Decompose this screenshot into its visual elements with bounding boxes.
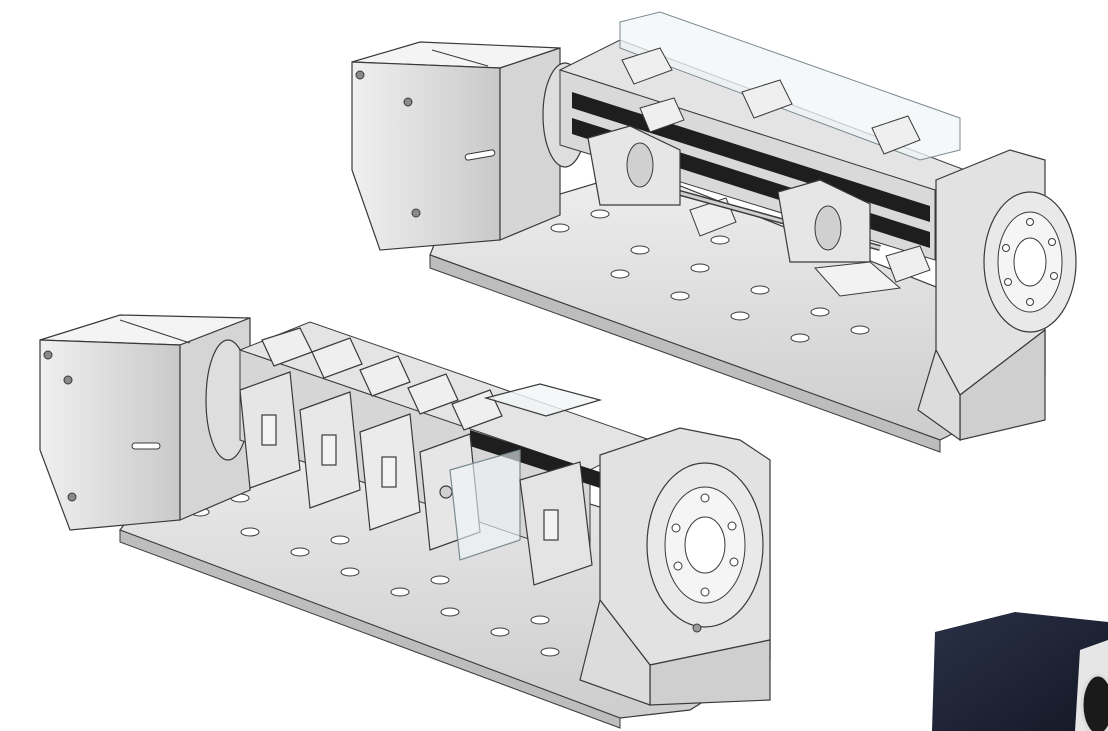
upper-end-block [917,149,1077,442]
top-clamps [261,327,603,431]
upper-motor [351,41,561,251]
upper-bearing-rod [587,125,902,297]
upper-glass-cover [619,11,961,161]
carriage-2 [299,391,361,509]
upper-linear-axis-assembly [351,11,1077,453]
upper-clamps [621,47,931,283]
carriage-3 [359,413,421,531]
lower-end-block [579,427,771,706]
carriage-1 [239,371,301,489]
carriage-5-glass [449,449,521,561]
carriage-6 [519,461,593,586]
upper-base-holes [550,209,870,343]
lower-carriages [239,327,603,586]
dark-housing-fragment [932,612,1108,731]
lower-linear-axis-assembly [39,314,771,729]
